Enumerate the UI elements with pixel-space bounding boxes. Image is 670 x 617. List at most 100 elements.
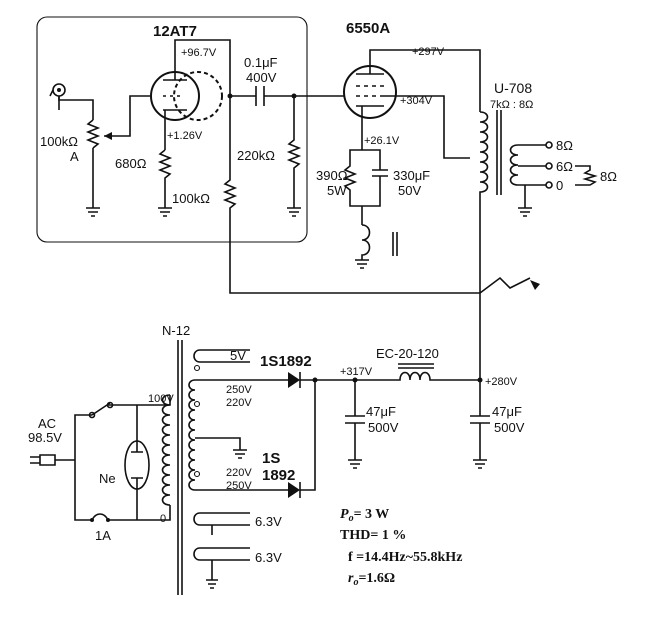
pt-hv-winding bbox=[188, 379, 196, 491]
cathode-bypass-network bbox=[342, 149, 388, 225]
ot-tap-0: 0 bbox=[556, 178, 563, 193]
pt-tap-220-top: 220V bbox=[226, 397, 252, 409]
choke-core bbox=[392, 232, 398, 256]
coupling-cap-value: 0.1μF bbox=[244, 55, 278, 70]
wire-screen bbox=[384, 95, 470, 159]
pt-5v-winding bbox=[193, 349, 250, 363]
ac-voltage: 98.5V bbox=[28, 430, 62, 445]
voltage-preamp-cathode: +1.26V bbox=[167, 130, 203, 142]
tap-dot bbox=[193, 364, 201, 372]
rectifier-top: 1S1892 bbox=[260, 353, 312, 370]
pt-name: N-12 bbox=[162, 323, 190, 338]
ground-symbol bbox=[355, 259, 369, 269]
tap-dot bbox=[193, 400, 201, 408]
voltage-filtered: +280V bbox=[485, 376, 518, 388]
wire-wiper-grid bbox=[104, 95, 150, 137]
ot-tap-8: 8Ω bbox=[556, 138, 573, 153]
rectifier-bottom-2: 1892 bbox=[262, 467, 295, 484]
rectifier-bottom-1: 1S bbox=[262, 450, 280, 467]
preamp-section-box bbox=[36, 16, 308, 243]
pt-heater2 bbox=[193, 547, 250, 580]
power-cathode-res-value: 390Ω bbox=[316, 168, 348, 183]
pt-hv-leads bbox=[195, 379, 278, 450]
ot-load: 8Ω bbox=[600, 169, 617, 184]
pt-tap-250-bot: 250V bbox=[226, 480, 252, 492]
ac-plug-body bbox=[39, 454, 56, 466]
spec-freq: f =14.4Hz~55.8kHz bbox=[348, 550, 462, 565]
filter-cap1-value: 47μF bbox=[366, 404, 396, 419]
feedback-res-value: 100kΩ bbox=[172, 191, 210, 206]
switch-contact bbox=[88, 411, 96, 419]
diode1-body bbox=[288, 372, 300, 388]
pt-tap-5v: 5V bbox=[230, 348, 246, 363]
pt-tap-250-top: 250V bbox=[226, 384, 252, 396]
volume-pot-value: 100kΩ bbox=[40, 134, 78, 149]
switch-contact bbox=[106, 401, 114, 409]
pt-primary-100: 100V bbox=[148, 393, 174, 405]
diode2-body bbox=[288, 482, 300, 498]
power-cathode-cap-value: 330μF bbox=[393, 168, 430, 183]
ot-tap-6: 6Ω bbox=[556, 159, 573, 174]
ot-core bbox=[496, 110, 502, 195]
ground-symbol bbox=[518, 207, 532, 217]
ot-secondary-leads bbox=[518, 144, 546, 208]
pt-heater2: 6.3V bbox=[255, 550, 282, 565]
choke-coil bbox=[360, 371, 480, 381]
ac-label: AC bbox=[38, 416, 56, 431]
pt-heater1 bbox=[193, 512, 250, 535]
tube-label-12at7: 12AT7 bbox=[153, 23, 197, 40]
wire-plate-to-coupling bbox=[195, 39, 256, 97]
pt-heater1: 6.3V bbox=[255, 514, 282, 529]
fuse-label: 1A bbox=[95, 528, 111, 543]
fuse-contact bbox=[106, 518, 110, 522]
wire-preamp-plate bbox=[174, 39, 195, 80]
ot-secondary bbox=[509, 144, 519, 186]
filter-cap1-v: 500V bbox=[368, 420, 399, 435]
preamp-cathode-res-value: 680Ω bbox=[115, 156, 147, 171]
wire-input bbox=[58, 96, 94, 120]
volume-pot-tag: A bbox=[70, 149, 79, 164]
ot-name: U-708 bbox=[494, 80, 532, 96]
spec-ro: ro=1.6Ω bbox=[348, 571, 395, 588]
feedback-arrow bbox=[530, 280, 540, 290]
ac-plug-prongs bbox=[30, 456, 40, 464]
choke-name: EC-20-120 bbox=[376, 346, 439, 361]
grid-res-value: 220kΩ bbox=[237, 148, 275, 163]
voltage-preamp-plate: +96.7V bbox=[181, 47, 217, 59]
feedback-loop-wire bbox=[222, 96, 480, 294]
pt-primary-0: 0 bbox=[160, 513, 166, 525]
voltage-power-cathode: +26.1V bbox=[364, 135, 400, 147]
power-cathode-cap-v: 50V bbox=[398, 183, 421, 198]
spec-thd: THD= 1 % bbox=[340, 528, 406, 543]
feedback-break-line bbox=[479, 276, 531, 294]
ground-symbol bbox=[158, 207, 172, 217]
voltage-power-plate: +297V bbox=[412, 46, 445, 58]
cathode-choke bbox=[361, 224, 371, 260]
junction-dot bbox=[312, 377, 318, 383]
volume-pot-resistor bbox=[85, 119, 101, 149]
terminal-8ohm bbox=[545, 141, 553, 149]
tube-label-6550a: 6550A bbox=[346, 20, 390, 37]
input-jack-center bbox=[57, 88, 61, 92]
coupling-cap-voltage: 400V bbox=[246, 70, 277, 85]
neon-lamp-electrodes bbox=[131, 405, 143, 520]
voltage-rect-out: +317V bbox=[340, 366, 373, 378]
spec-po: Po= 3 W bbox=[340, 507, 389, 524]
filter-cap2 bbox=[470, 380, 490, 460]
terminal-6ohm bbox=[545, 162, 553, 170]
ground-symbol bbox=[233, 449, 247, 459]
pt-tap-220-bot: 220V bbox=[226, 467, 252, 479]
choke-core-lines bbox=[398, 363, 434, 369]
pt-core bbox=[177, 340, 183, 595]
filter-cap2-value: 47μF bbox=[492, 404, 522, 419]
pt-primary bbox=[161, 394, 171, 506]
neon-label: Ne bbox=[99, 471, 116, 486]
pot-wiper-arrow bbox=[104, 132, 112, 140]
wire-power-plate bbox=[369, 49, 481, 112]
tap-dot bbox=[193, 470, 201, 478]
grid-resistor-220k bbox=[286, 96, 302, 208]
filter-cap1 bbox=[345, 380, 365, 460]
power-cathode-res-w: 5W bbox=[327, 183, 347, 198]
